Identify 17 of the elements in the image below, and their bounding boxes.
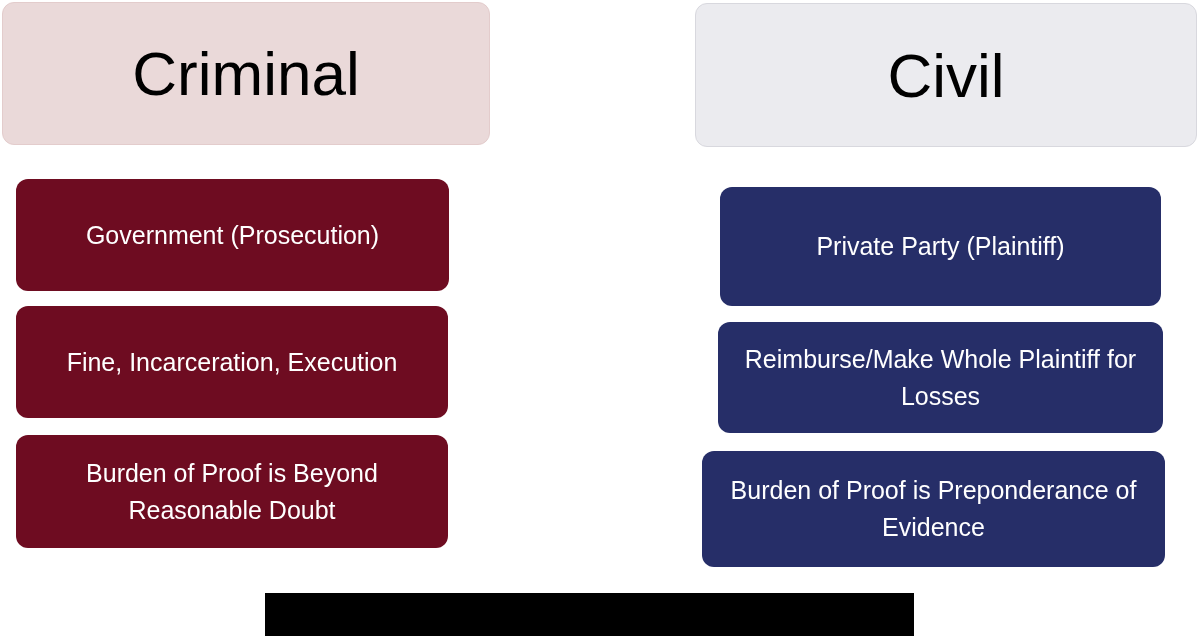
box-text: Burden of Proof is Beyond Reasonable Doubt	[85, 457, 379, 526]
feature-box	[718, 322, 1163, 433]
box-text: Burden of Proof is Preponderance of Evidence	[729, 475, 1138, 543]
box-text: Fine, Incarceration, Execution	[65, 346, 399, 378]
category-heading-box	[695, 3, 1197, 147]
feature-box	[702, 451, 1165, 567]
base-bar	[265, 593, 914, 636]
box-text: Reimburse/Make Whole Plaintiff for Losses	[743, 343, 1138, 412]
heading-text: Criminal	[131, 38, 361, 109]
feature-box	[16, 306, 448, 418]
feature-box	[16, 179, 449, 291]
box-text: Government (Prosecution)	[84, 219, 381, 251]
category-heading-box	[2, 2, 490, 145]
heading-text: Civil	[886, 39, 1006, 111]
box-text: Private Party (Plaintiff)	[815, 231, 1066, 262]
feature-box	[720, 187, 1161, 306]
feature-box	[16, 435, 448, 548]
